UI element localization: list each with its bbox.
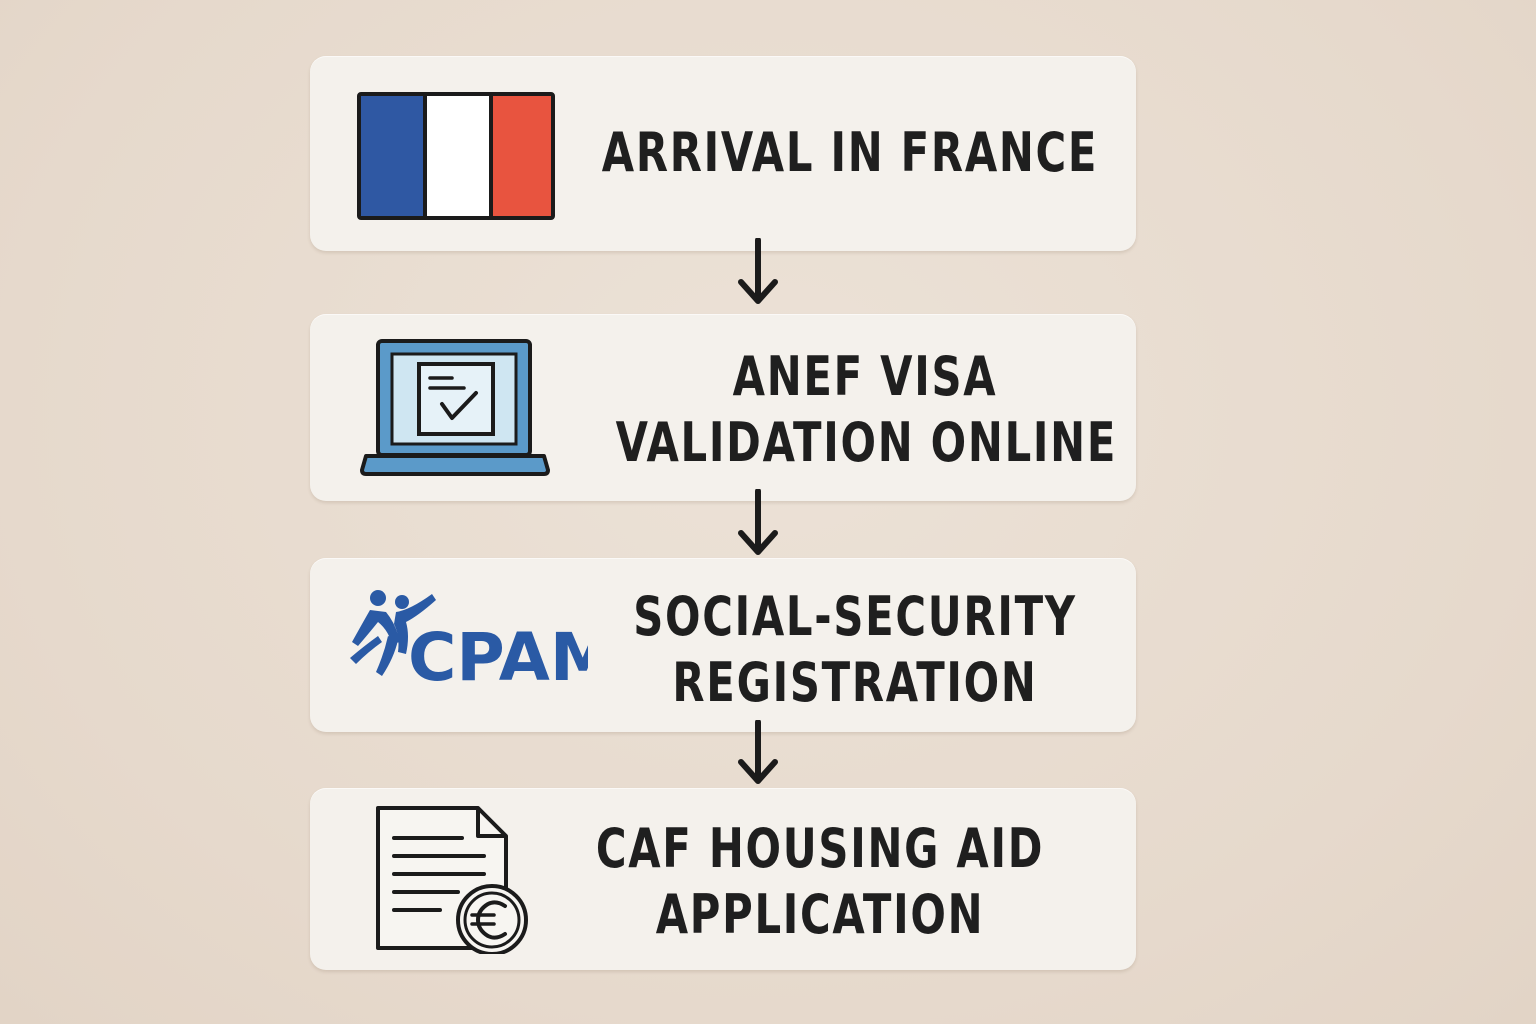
step-label: SOCIAL-SECURITY REGISTRATION [601, 584, 1108, 716]
step-label-line: ANEF VISA [732, 345, 998, 408]
down-arrow-icon [738, 488, 778, 557]
step-label-line: VALIDATION ONLINE [615, 411, 1118, 474]
down-arrow-icon [738, 719, 778, 786]
step-label-line: SOCIAL-SECURITY [633, 585, 1077, 648]
step-label-line: CAF HOUSING AID [595, 817, 1045, 880]
step-card-arrival: ARRIVAL IN FRANCE [310, 56, 1136, 251]
step-label: ANEF VISA VALIDATION ONLINE [615, 344, 1118, 476]
french-flag-icon [357, 92, 555, 220]
down-arrow-icon [738, 237, 778, 306]
laptop-checkmark-icon [360, 338, 550, 478]
step-label-line: REGISTRATION [672, 651, 1038, 714]
step-card-caf-housing: CAF HOUSING AID APPLICATION [310, 788, 1136, 970]
step-card-anef-visa: ANEF VISA VALIDATION ONLINE [310, 314, 1136, 501]
cpam-logo: CPAM [348, 584, 616, 696]
step-label-line: ARRIVAL IN FRANCE [601, 121, 1099, 184]
step-card-social-security: CPAM SOCIAL-SECURITY REGISTRATION [310, 558, 1136, 732]
document-euro-icon [374, 804, 534, 956]
step-label: CAF HOUSING AID APPLICATION [579, 816, 1061, 948]
step-label-line: APPLICATION [655, 883, 985, 946]
step-label: ARRIVAL IN FRANCE [601, 120, 1100, 186]
cpam-logo-text: CPAM [408, 619, 588, 694]
